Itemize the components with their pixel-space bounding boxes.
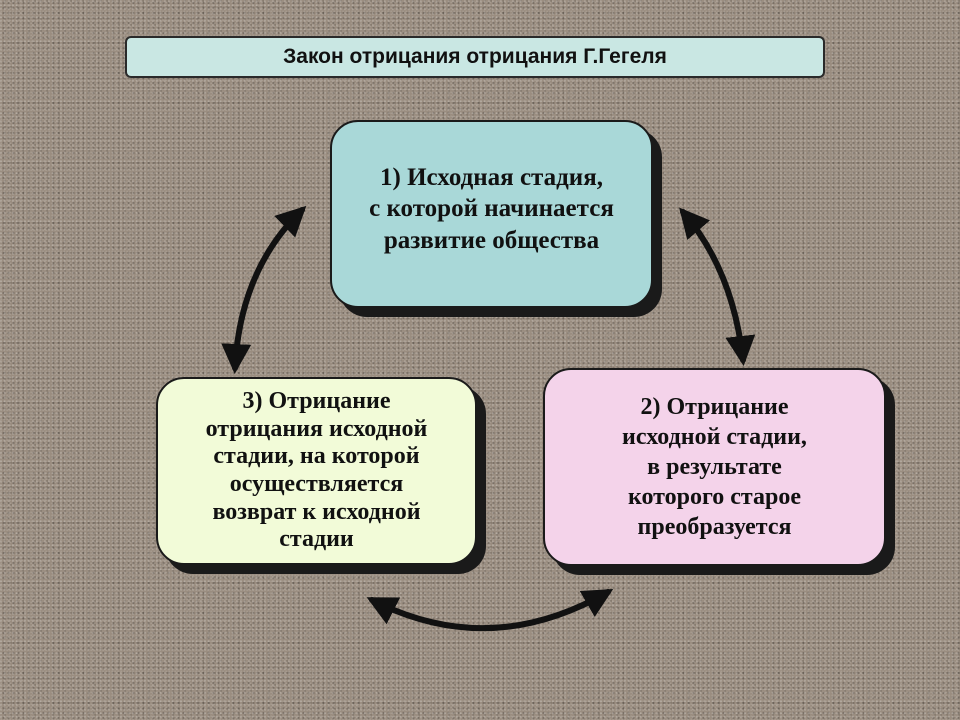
stage-1-box: 1) Исходная стадия, с которой начинается…: [330, 120, 653, 308]
stage-2-box: 2) Отрицание исходной стадии, в результа…: [543, 368, 886, 566]
stage-2-text: 2) Отрицание исходной стадии, в результа…: [622, 394, 807, 540]
stage-3-text: 3) Отрицание отрицания исходной стадии, …: [205, 388, 428, 553]
diagram-title: Закон отрицания отрицания Г.Гегеля: [125, 36, 825, 78]
arrow-stage3-stage1: [221, 205, 307, 374]
diagram-title-text: Закон отрицания отрицания Г.Гегеля: [283, 45, 667, 68]
arrow-stage1-stage2: [679, 207, 756, 366]
arrow-stage3-stage2: [366, 589, 614, 632]
stage-1-text: 1) Исходная стадия, с которой начинается…: [369, 164, 614, 254]
stage-3-box: 3) Отрицание отрицания исходной стадии, …: [156, 377, 477, 565]
